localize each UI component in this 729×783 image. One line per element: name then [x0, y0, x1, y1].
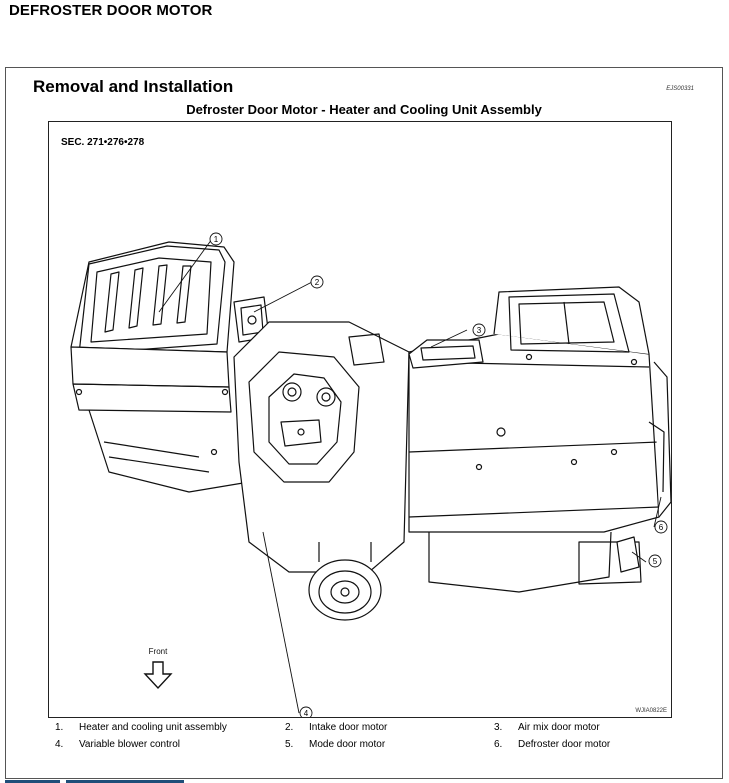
figure-panel: Front 1 2 3 4 5 6 SEC. 271•276•278 WJIA0… [48, 121, 672, 718]
callouts: 1 2 3 4 5 6 [209, 232, 668, 717]
svg-text:1: 1 [214, 235, 219, 244]
mode-door-motor [616, 536, 640, 573]
content-frame: Removal and Installation EJS00331 Defros… [5, 67, 723, 779]
heater-cooling-unit-illustration: Front 1 2 3 4 5 6 [70, 232, 671, 717]
svg-text:2: 2 [315, 278, 320, 287]
figure-code: WJIA0822E [635, 708, 667, 714]
svg-text:5: 5 [653, 557, 658, 566]
callout-1: 1 [209, 232, 223, 246]
front-arrow-icon [143, 661, 173, 690]
nav-button-next[interactable] [66, 780, 184, 783]
legend-item: 4.Variable blower control [55, 739, 180, 750]
svg-text:3: 3 [477, 326, 482, 335]
callout-2: 2 [310, 275, 324, 289]
legend-item: 1.Heater and cooling unit assembly [55, 722, 227, 733]
air-mix-door-motor [408, 339, 484, 369]
page-title: DEFROSTER DOOR MOTOR [9, 2, 213, 19]
intake-housing [70, 241, 255, 493]
defroster-door-motor [648, 361, 671, 518]
blower-motor [308, 542, 382, 621]
section-title: Removal and Installation [33, 77, 234, 96]
callout-6: 6 [654, 520, 668, 534]
nav-button-prev[interactable] [5, 780, 60, 783]
nav-bar [0, 780, 729, 783]
callout-5: 5 [648, 554, 662, 568]
document-code: EJS00331 [666, 86, 694, 92]
legend-item: 5.Mode door motor [285, 739, 386, 750]
figure-title: Defroster Door Motor - Heater and Coolin… [186, 102, 542, 117]
svg-text:6: 6 [659, 523, 664, 532]
blower-housing [233, 321, 410, 573]
callout-leaders [158, 238, 662, 714]
callout-4: 4 [299, 706, 313, 717]
front-label: Front [149, 647, 168, 656]
defroster-duct [493, 286, 650, 355]
legend-item: 3.Air mix door motor [494, 722, 600, 733]
svg-text:4: 4 [304, 709, 309, 717]
legend-item: 2.Intake door motor [285, 722, 388, 733]
legend-item: 6.Defroster door motor [494, 739, 611, 750]
section-reference: SEC. 271•276•278 [61, 137, 145, 148]
callout-3: 3 [472, 323, 486, 337]
